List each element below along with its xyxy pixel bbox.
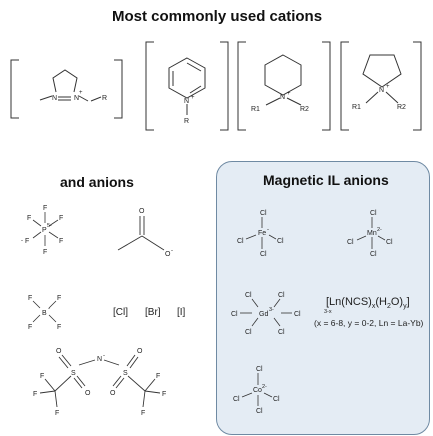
- tf2n-n: N: [97, 356, 102, 363]
- pf6-f-top: F: [43, 205, 47, 212]
- gdcl6-cl-ul: Cl: [245, 292, 252, 299]
- gdcl6-cl-ur: Cl: [278, 292, 285, 299]
- imidazolium-plus: +: [79, 90, 83, 96]
- acetate-minus: -: [171, 248, 173, 254]
- bracket-right-imidazolium: [114, 59, 123, 119]
- fecl4-cl-left: Cl: [237, 238, 244, 245]
- gdcl6-cl-left: Cl: [231, 311, 238, 318]
- pf6-f-ul: F: [27, 215, 31, 222]
- fecl4-cl-top: Cl: [260, 210, 267, 217]
- pf6-charge: 5-: [47, 223, 52, 229]
- pyrrolidinium-r1: R1: [352, 104, 361, 111]
- cocl4-charge: 2-: [262, 384, 267, 390]
- imidazolium-n1: N: [52, 95, 57, 102]
- bf4-f-lr: F: [57, 324, 61, 331]
- pf6-f-bottom: F: [43, 249, 47, 256]
- pf6-f-ur: F: [59, 215, 63, 222]
- mncl4-cl-top: Cl: [370, 210, 377, 217]
- magnetic-diagram: Cl Fe - Cl Cl Cl Cl Mn 2- Cl Cl Cl Cl Cl…: [231, 210, 393, 415]
- cocl4-cl-left: Cl: [233, 396, 240, 403]
- halide-br: [Br]: [145, 307, 161, 318]
- pyrrolidinium-r2: R2: [397, 104, 406, 111]
- pyrrolidinium-plus: +: [386, 84, 390, 90]
- piperidinium-n: N: [280, 94, 285, 101]
- ln-formula-note: (x = 6-8, y = 0-2, Ln = La-Yb): [314, 318, 424, 328]
- tf2n-f3: F: [40, 373, 44, 380]
- imidazolium-n2: N: [74, 95, 79, 102]
- acetate-o-minus: O: [165, 251, 171, 258]
- cocl4-cl-right: Cl: [273, 396, 280, 403]
- gdcl6-cl-ll: Cl: [245, 329, 252, 336]
- bf4-center: B: [42, 310, 47, 317]
- ln-formula: [Ln(NCS)x(H2O)y]: [326, 296, 410, 311]
- pyrrolidinium-n: N: [379, 87, 384, 94]
- tf2n-o1: O: [56, 348, 62, 355]
- bf4-f-ur: F: [57, 295, 61, 302]
- halide-i: [I]: [177, 307, 186, 318]
- tf2n-o4: O: [110, 390, 116, 397]
- mncl4-charge: 2-: [377, 227, 382, 233]
- anions-title: and anions: [60, 174, 134, 190]
- tf2n-f4: F: [162, 391, 166, 398]
- piperidinium-plus: +: [287, 91, 291, 97]
- piperidinium-r1: R1: [251, 106, 260, 113]
- imidazolium-r: R: [102, 95, 107, 102]
- anions-diagram: P 5- F F F F F - F O O - B - F F F F [Cl…: [21, 205, 186, 417]
- tf2n-f2: F: [55, 410, 59, 417]
- bf4-f-ll: F: [28, 324, 32, 331]
- bf4-charge: -: [48, 306, 50, 312]
- piperidinium-r2: R2: [300, 106, 309, 113]
- bf4-f-ul: F: [28, 295, 32, 302]
- tf2n-o3: O: [137, 348, 143, 355]
- cocl4-cl-bottom: Cl: [256, 408, 263, 415]
- magnetic-anions-panel: [216, 161, 430, 435]
- pyridinium-r: R: [184, 118, 189, 125]
- tf2n-o2: O: [85, 390, 91, 397]
- tf2n-s-right: S: [123, 370, 128, 377]
- fecl4-charge: -: [267, 227, 269, 233]
- mncl4-cl-left: Cl: [347, 239, 354, 246]
- pf6-center: P: [42, 227, 47, 234]
- pyridinium-plus: +: [191, 95, 195, 101]
- gdcl6-cl-lr: Cl: [278, 329, 285, 336]
- pyridinium-ring: [168, 57, 206, 99]
- pyridinium-n: N: [184, 98, 189, 105]
- piperidinium-ring: [264, 54, 302, 96]
- gdcl6-cl-right: Cl: [294, 311, 301, 318]
- pyrrolidinium-ring: [362, 54, 402, 88]
- imidazolium-ring: [52, 69, 78, 93]
- fecl4-cl-right: Cl: [277, 238, 284, 245]
- tf2n-f6: F: [156, 373, 160, 380]
- mncl4-cl-bottom: Cl: [370, 251, 377, 258]
- fecl4-metal: Fe: [258, 230, 266, 237]
- mncl4-metal: Mn: [367, 230, 377, 237]
- gdcl6-metal: Gd: [259, 311, 268, 318]
- magnetic-title: Magnetic IL anions: [263, 172, 389, 188]
- ln-formula-charge: 3-x: [324, 309, 332, 315]
- pf6-f-lr: F: [59, 238, 63, 245]
- fecl4-cl-bottom: Cl: [260, 251, 267, 258]
- pf6-f-ll: F: [25, 238, 29, 245]
- tf2n-f5: F: [141, 410, 145, 417]
- bracket-left-imidazolium: [10, 59, 19, 119]
- svg-text:-: -: [21, 238, 23, 244]
- mncl4-cl-right: Cl: [386, 239, 393, 246]
- tf2n-f1: F: [33, 391, 37, 398]
- cations-title: Most commonly used cations: [112, 8, 323, 25]
- acetate-o: O: [139, 208, 145, 215]
- tf2n-n-minus: -: [103, 353, 105, 359]
- halide-cl: [Cl]: [113, 307, 128, 318]
- tf2n-s-left: S: [71, 370, 76, 377]
- cations-diagram: N N + R N + R N + R1 R2 N + R1 R2: [10, 41, 422, 131]
- gdcl6-charge: 3-: [269, 307, 274, 313]
- cocl4-metal: Co: [253, 387, 262, 394]
- cocl4-cl-top: Cl: [256, 366, 263, 373]
